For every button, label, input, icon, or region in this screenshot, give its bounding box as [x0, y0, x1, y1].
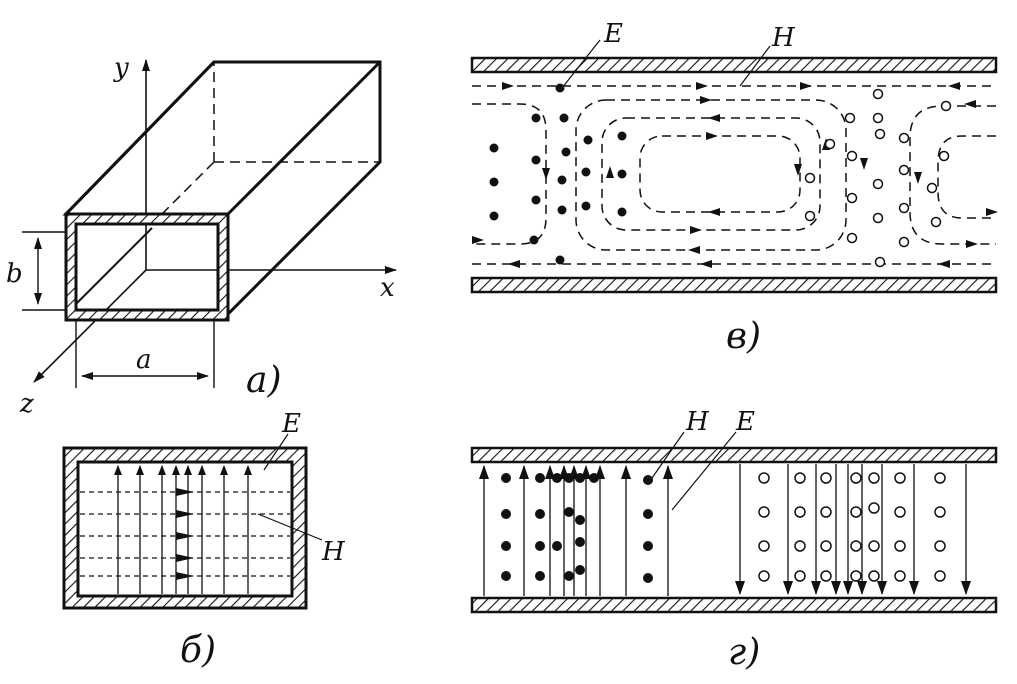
- e-field-dots-filled: [489, 83, 627, 265]
- panel-g-H-label: H: [685, 407, 710, 437]
- axis-y-label: y: [113, 53, 129, 83]
- z-axis: [33, 269, 147, 383]
- cross-section-wall-hatched: [62, 446, 308, 610]
- e-field-dots-open: [804, 88, 952, 268]
- cross-section-E-label: E: [281, 409, 301, 439]
- e-lines-up: [479, 465, 673, 596]
- panel-v-H-label: H: [771, 23, 796, 53]
- cross-section-H-label: H: [321, 537, 346, 567]
- panel-b-cross-section: E H б): [62, 409, 346, 671]
- panel-g-caption: г): [728, 632, 760, 673]
- panel-g-E-label: E: [735, 407, 755, 437]
- h-loop-arrows: [472, 82, 998, 268]
- panel-b-caption: б): [180, 630, 216, 671]
- panel-a-caption: a): [246, 360, 282, 401]
- panel-a-waveguide-3d: y x z b a a): [6, 53, 397, 419]
- h-field-dots-open: [758, 472, 946, 582]
- dim-a-label: a: [136, 345, 152, 375]
- panel-v-longitudinal-view: E H в): [470, 19, 998, 357]
- panel-v-E-label: E: [603, 19, 623, 49]
- e-lines-down: [735, 464, 971, 595]
- axis-x-label: x: [380, 273, 395, 303]
- h-field-lines: [80, 491, 290, 577]
- h-field-dots-filled: [501, 473, 653, 583]
- e-field-arrows: [114, 465, 252, 594]
- panel-v-caption: в): [726, 316, 761, 357]
- dim-b-label: b: [6, 259, 23, 289]
- front-wall-hatched: [64, 212, 230, 322]
- axis-z-label: z: [19, 389, 34, 419]
- panel-g-longitudinal-view: H E г): [470, 407, 998, 673]
